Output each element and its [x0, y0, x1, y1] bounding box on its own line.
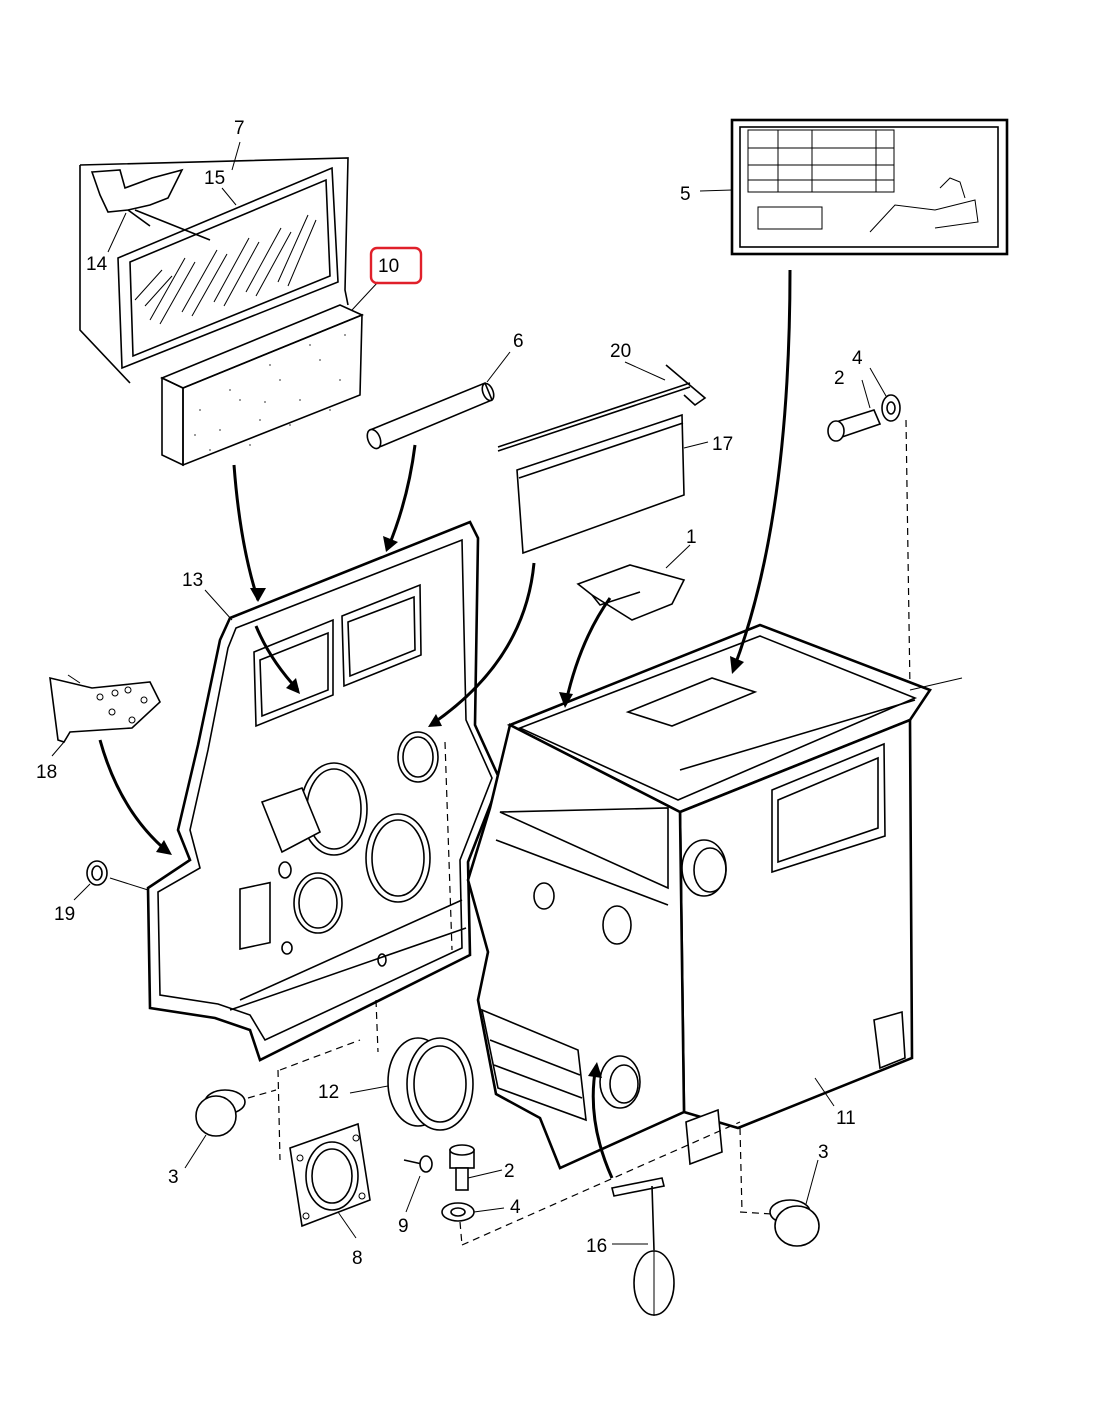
decal-sheet: [699, 118, 1009, 256]
hanger-disc: [611, 1177, 675, 1316]
callout-11: 11: [836, 1108, 856, 1129]
filter-pad: [160, 281, 379, 467]
housing: [466, 623, 963, 1213]
callout-14: 14: [86, 254, 108, 275]
callout-3-left: 3: [168, 1167, 179, 1188]
bolt-bottom: [441, 1121, 741, 1246]
callout-7: 7: [234, 118, 245, 139]
rod: [366, 351, 511, 450]
callout-9: 9: [398, 1216, 409, 1237]
instrument-panel: [146, 520, 502, 1062]
flap: [516, 413, 709, 555]
callout-1: 1: [686, 527, 697, 548]
callout-17: 17: [712, 434, 733, 455]
gauge-mount: [277, 1039, 371, 1239]
callout-12: 12: [318, 1082, 339, 1103]
assembly-arrows: [98, 269, 792, 1179]
callout-18: 18: [36, 762, 57, 783]
callout-19: 19: [54, 904, 75, 925]
callout-15: 15: [204, 168, 225, 189]
plug-right: [739, 1159, 820, 1247]
highlight-box: [369, 246, 423, 285]
inset-filter-assembly: [79, 141, 349, 384]
clip: [576, 544, 691, 621]
callout-16: 16: [586, 1236, 607, 1257]
hinge-pin: [497, 361, 707, 452]
callout-4-top: 4: [852, 348, 863, 369]
callout-8: 8: [352, 1248, 363, 1269]
callout-6: 6: [513, 331, 524, 352]
bracket: [49, 674, 161, 757]
callout-20: 20: [610, 341, 631, 362]
callout-5: 5: [680, 184, 691, 205]
callout-10: 10: [378, 256, 399, 277]
callout-4-bottom: 4: [510, 1197, 521, 1218]
callout-2-top: 2: [834, 368, 845, 389]
callout-2-bottom: 2: [504, 1161, 515, 1182]
callout-13: 13: [182, 570, 203, 591]
screw: [403, 1155, 433, 1213]
callout-labels: 7 15 14 10 5 6 20 17 4 2 1 13 18 19 12 3…: [36, 118, 863, 1269]
bezel: [349, 999, 474, 1131]
grommet: [73, 860, 149, 901]
callout-3-right: 3: [818, 1142, 829, 1163]
plug-left: [184, 1089, 277, 1169]
bolt-top: [827, 367, 911, 691]
